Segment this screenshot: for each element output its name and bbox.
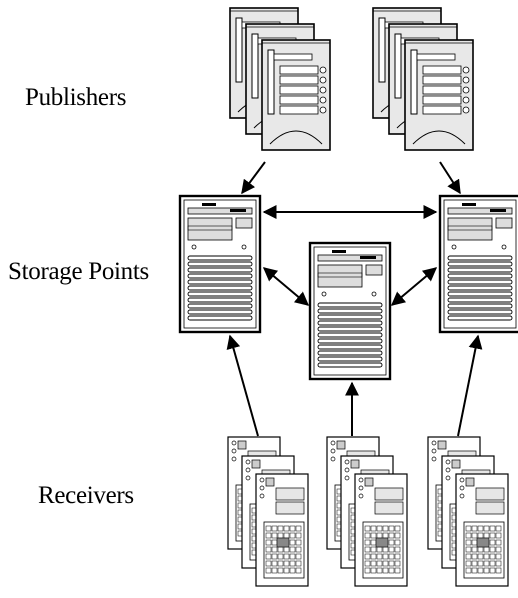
- arrow-publisher-to-storage-right: [439, 161, 461, 195]
- storage-server-icon: [438, 194, 518, 334]
- publisher-server-icon: [229, 7, 331, 151]
- storage-points-label: Storage Points: [8, 258, 149, 285]
- arrow-storage-left-center: [262, 267, 310, 306]
- receiver-tower-icon: [326, 436, 408, 587]
- publishers-label: Publishers: [25, 84, 127, 111]
- receiver-tower-icon: [227, 436, 309, 587]
- receiver-tower-icon: [427, 436, 509, 587]
- receivers-label: Receivers: [38, 482, 134, 509]
- arrow-receiver-to-storage-right: [457, 334, 483, 437]
- publisher-server-icon: [372, 7, 474, 151]
- arrow-publisher-to-storage-left: [241, 161, 266, 195]
- storage-server-icon: [178, 194, 262, 334]
- arrow-storage-right-center: [390, 267, 438, 306]
- arrow-receiver-to-storage-left: [226, 334, 259, 437]
- storage-server-icon: [308, 241, 392, 381]
